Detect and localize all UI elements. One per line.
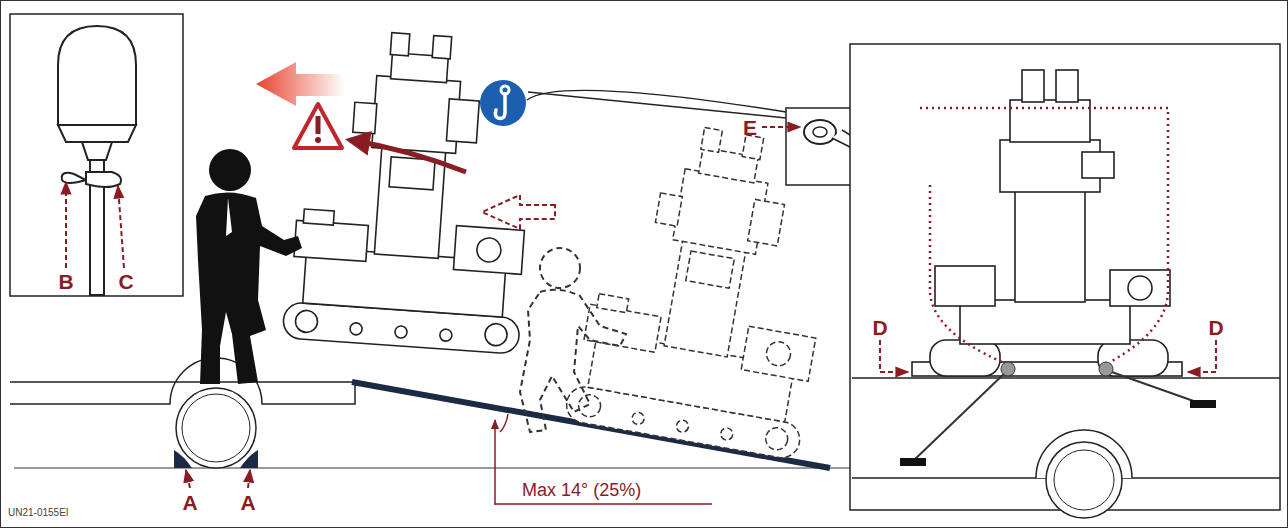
operator-part <box>209 149 251 191</box>
warning-symbol <box>294 104 342 148</box>
ghost-person <box>520 248 626 432</box>
callout-letter: D <box>1208 317 1223 338</box>
lashing-strap-part <box>1099 362 1113 376</box>
trailer-part <box>182 394 250 462</box>
track-corner-leader <box>880 340 1216 372</box>
trailer-part <box>176 388 256 468</box>
beacon-inset-part <box>58 125 136 142</box>
wheel-chock-part <box>248 470 250 488</box>
lashing-inset-part <box>804 120 836 144</box>
lashing-point-leader-part <box>930 185 1002 362</box>
callout-letter: E <box>743 117 757 138</box>
front-machine-part <box>930 340 1000 376</box>
track-corner-leader-part <box>880 340 908 372</box>
front-machine-part <box>1022 70 1044 102</box>
beacon-inset-part <box>58 26 136 125</box>
callout-letter: B <box>58 271 73 292</box>
lashing-strap-part <box>900 458 926 466</box>
angle-marker-part <box>500 414 508 432</box>
beacon-inset-part <box>65 182 67 268</box>
trailer-part <box>10 358 355 404</box>
lashing-strap-part <box>1106 370 1202 404</box>
ground-line <box>14 467 850 469</box>
wheel-chock <box>174 450 258 488</box>
beacon-inset-part <box>86 172 121 187</box>
lashing-icon <box>480 80 786 126</box>
beacon-inset-part <box>118 186 124 268</box>
front-machine-part <box>1082 152 1114 178</box>
wheel-chock-part <box>174 450 192 468</box>
front-view-panel-part <box>850 44 1280 510</box>
lashing-inset-part <box>813 127 827 137</box>
front-view-panel-part <box>1046 442 1122 518</box>
front-machine-part <box>1015 190 1085 302</box>
wheel-chock-part <box>186 470 190 488</box>
front-machine <box>912 70 1182 376</box>
lashing-strap-part <box>912 370 1008 462</box>
trailer <box>10 358 355 468</box>
warning-symbol-part <box>316 116 321 134</box>
front-machine-part <box>1110 270 1170 306</box>
wheel-chock-part <box>240 450 258 468</box>
lashing-strap-part <box>1190 400 1216 408</box>
angle-marker-part <box>494 420 496 505</box>
beacon-inset <box>10 14 183 296</box>
ghost-person-part <box>520 290 626 432</box>
operator <box>196 149 302 384</box>
lashing-icon-part <box>495 94 505 118</box>
operator-part <box>196 192 302 384</box>
callout-letter: A <box>182 492 197 513</box>
direction-arrow <box>256 62 345 106</box>
beacon-inset-part <box>10 14 183 296</box>
tip-arrow <box>350 140 466 172</box>
lashing-icon-part <box>527 90 786 112</box>
warning-symbol-part <box>315 137 321 143</box>
front-machine-part <box>1098 340 1168 376</box>
callout-letter: C <box>118 271 133 292</box>
front-machine-part <box>1128 276 1152 300</box>
angle-marker-part <box>495 503 712 505</box>
front-machine-part <box>1010 100 1090 142</box>
front-view-panel <box>850 44 1280 518</box>
lashing-icon-part <box>528 92 786 118</box>
warning-symbol-part <box>294 104 342 148</box>
lashing-strap-part <box>1001 362 1015 376</box>
lashing-icon-part <box>480 80 526 126</box>
callout-letter: D <box>872 317 887 338</box>
drawing-code: UN21-0155EI <box>8 508 69 518</box>
operator-part <box>226 198 232 236</box>
lashing-strap <box>900 362 1216 466</box>
front-machine-part <box>1056 70 1078 102</box>
beacon-inset-part <box>82 142 112 160</box>
beacon-inset-part <box>62 173 86 183</box>
lashing-point-leader-part <box>920 108 1168 362</box>
callout-letter: A <box>240 492 255 513</box>
angle-dimension: Max 14° (25%) <box>522 481 641 499</box>
ghost-person-part <box>540 248 580 288</box>
lashing-inset-part <box>762 126 800 128</box>
ghost-arrow-part <box>482 195 555 229</box>
lashing-point-leader <box>920 108 1168 362</box>
front-view-panel-part <box>1054 450 1114 510</box>
ghost-arrow <box>482 195 555 229</box>
front-machine-part <box>935 266 995 306</box>
track-corner-leader-part <box>1188 340 1216 372</box>
